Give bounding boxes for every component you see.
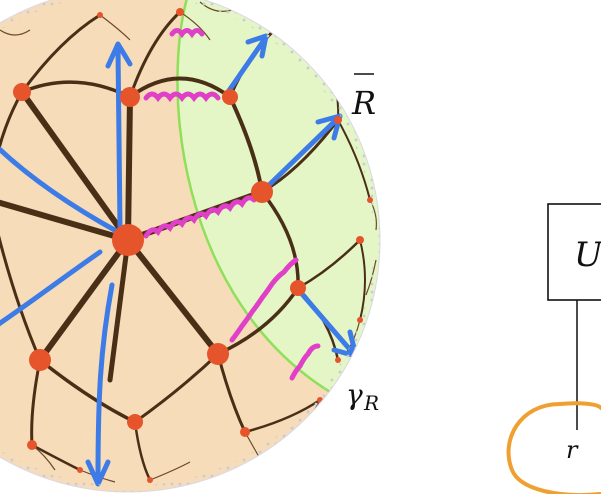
label-gamma-subscript: R xyxy=(363,391,379,415)
flow-arrows xyxy=(0,33,359,487)
unitary-box-label: U xyxy=(574,235,601,275)
circuit-diagram: U r xyxy=(506,203,601,494)
circle-marker-icon xyxy=(506,402,601,494)
circle-marker-top xyxy=(558,401,601,410)
unitary-box xyxy=(547,203,601,301)
disk-boundary-band xyxy=(0,0,380,492)
arrow-icon xyxy=(0,249,103,333)
arrow-icon xyxy=(0,137,121,235)
entanglement-links xyxy=(143,28,321,381)
label-gamma-r: γ R xyxy=(346,378,379,415)
label-r-bar: R xyxy=(351,73,376,122)
arrow-icon xyxy=(85,282,115,487)
hyperbolic-disk xyxy=(0,0,380,492)
label-gamma-text: γ xyxy=(346,378,363,411)
disk-boundary xyxy=(0,0,381,493)
label-r-bar-text: R xyxy=(351,84,376,122)
arrow-icon xyxy=(265,113,343,189)
arrow-icon xyxy=(105,41,133,231)
leg-label: r xyxy=(566,436,579,464)
